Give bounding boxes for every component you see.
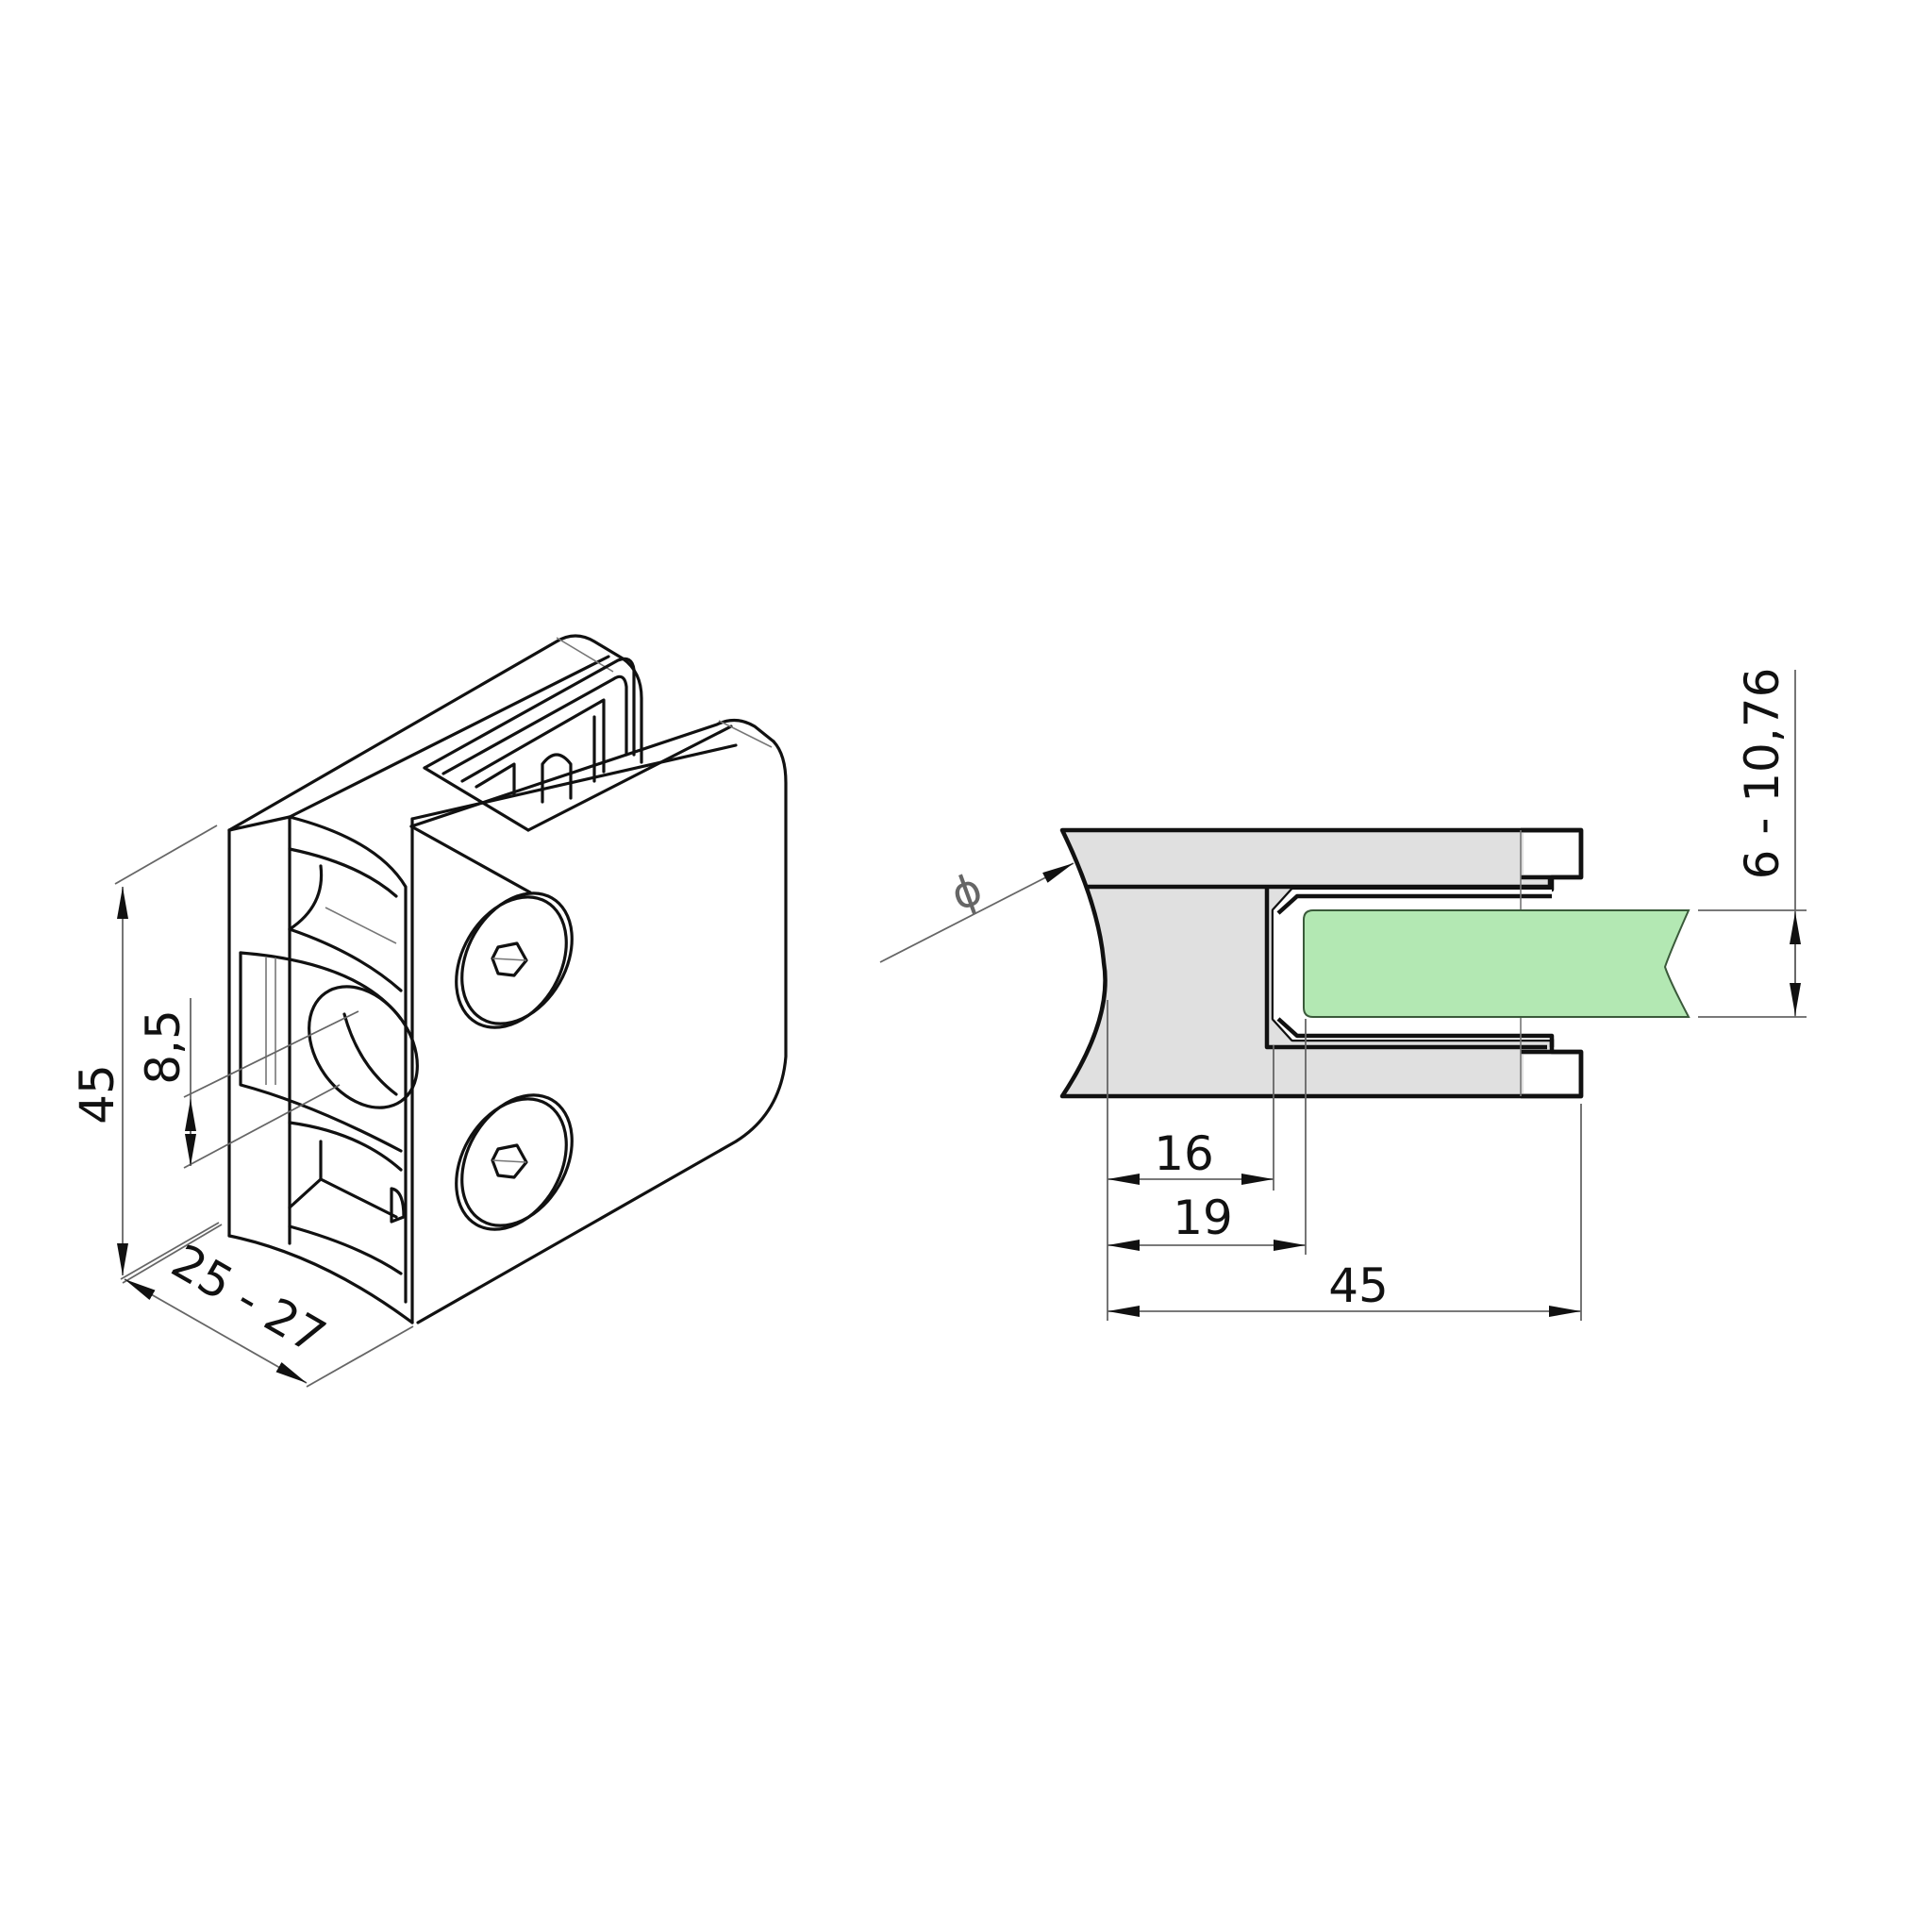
dim-label-16: 16: [1154, 1126, 1214, 1181]
dim-label-depth: 25 - 27: [162, 1234, 334, 1365]
dim-label-45: 45: [1328, 1258, 1389, 1313]
dimension-45: 45: [1108, 1258, 1581, 1317]
dim-label-height: 45: [70, 1064, 125, 1124]
dimension-height: 45: [70, 824, 220, 1280]
mounting-hole: [308, 985, 419, 1109]
dim-label-hole-offset: 8,5: [136, 1009, 191, 1085]
dim-label-19: 19: [1173, 1191, 1233, 1245]
dimension-glass-thickness: 6 - 10,76: [1735, 668, 1801, 1015]
dim-label-glass-thickness: 6 - 10,76: [1735, 668, 1790, 880]
glass-panel: [1303, 909, 1690, 1018]
dimension-19: 19: [1108, 1191, 1306, 1251]
dimension-depth: 25 - 27: [122, 1224, 414, 1388]
upper-screw: [455, 891, 574, 1029]
lower-screw: [455, 1093, 574, 1231]
dimension-diameter: ϕ: [879, 862, 1074, 963]
glass-slot: [423, 657, 636, 832]
isometric-view: 45 8,5 25 - 27: [70, 634, 788, 1388]
diameter-symbol: ϕ: [944, 862, 989, 920]
dimension-16: 16: [1108, 1126, 1274, 1185]
dimension-hole-offset: 8,5: [136, 998, 359, 1169]
section-view: ϕ 16 19 45 6 - 10,76: [879, 668, 1807, 1321]
back-plate-outline: [227, 634, 643, 832]
